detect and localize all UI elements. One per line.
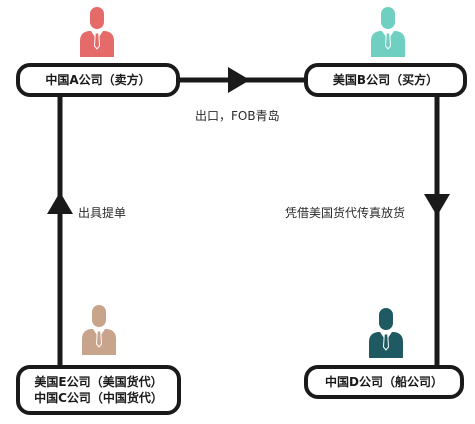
node-label: 中国A公司（卖方） [45,73,151,87]
node-label: 中国D公司（船公司） [325,375,443,389]
node-forwarders: 美国E公司（美国货代） 中国C公司（中国货代） [16,365,181,415]
node-label-line2: 中国C公司（中国货代） [34,391,163,405]
arrowhead-up [47,192,73,214]
person-icon-seller [80,7,114,57]
person-icon-forwarder [82,305,116,355]
person-icon-buyer [371,7,405,57]
node-seller-company: 中国A公司（卖方） [16,63,180,97]
arrowhead-down [424,194,450,216]
node-shipping-company: 中国D公司（船公司） [304,365,464,399]
person-icon-shipping-company [369,308,403,358]
node-buyer-company: 美国B公司（买方） [304,63,467,97]
node-label: 美国B公司（买方） [332,73,439,87]
edge-label-issue-bill: 出具提单 [78,206,127,220]
edge-label-release-cargo: 凭借美国货代传真放货 [285,206,406,220]
arrowhead-right [228,67,250,93]
node-label-line1: 美国E公司（美国货代） [34,375,163,389]
edge-label-export: 出口，FOB青岛 [195,109,280,123]
